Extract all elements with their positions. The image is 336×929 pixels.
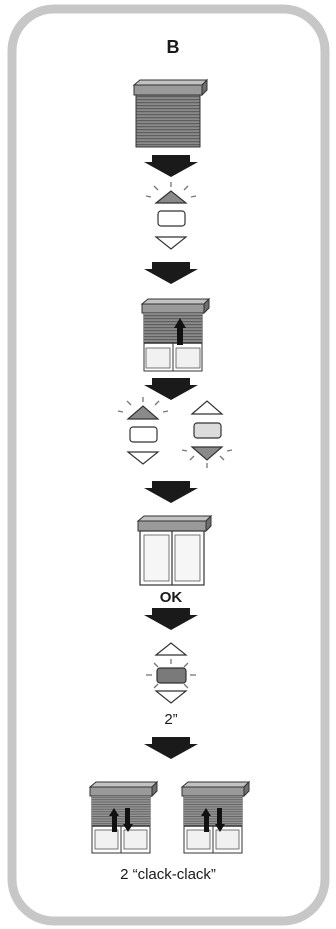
shade-jog-icon xyxy=(90,782,157,853)
shade-raising-icon xyxy=(142,299,209,371)
hold-time-label: 2” xyxy=(164,711,177,728)
panel-label: B xyxy=(167,37,180,57)
shade-closed-icon xyxy=(134,80,207,147)
ok-label: OK xyxy=(160,589,183,606)
shade-open-icon xyxy=(138,516,211,585)
shade-jog-icon xyxy=(182,782,249,853)
feedback-label: 2 “clack-clack” xyxy=(120,866,216,883)
